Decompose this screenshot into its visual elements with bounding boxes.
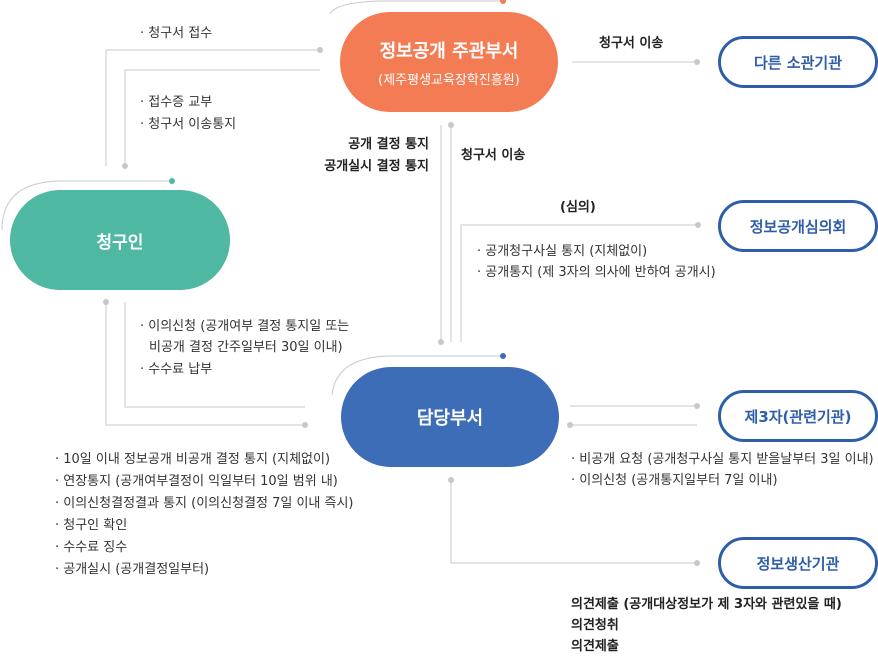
committee-node: 정보공개심의회 xyxy=(718,200,878,252)
label-objection-cont: 비공개 결정 간주일부터 30일 이내) xyxy=(149,340,343,355)
handling-department-title: 담당부서 xyxy=(416,408,484,429)
label-request-received: 청구서 접수 xyxy=(140,23,212,45)
label-receipt-issued: 접수증 교부 xyxy=(140,92,212,114)
label-deliberation: (심의) xyxy=(560,200,596,215)
label-disclosure-execution: 공개실시 결정 통지 xyxy=(324,159,429,174)
main-department-subtitle: (제주평생교육장학진흥원) xyxy=(378,72,520,88)
requester-node: 청구인 xyxy=(10,190,230,290)
committee-title: 정보공개심의회 xyxy=(749,217,847,236)
label-transfer-to-other: 청구서 이송 xyxy=(599,36,664,51)
main-department-node: 정보공개 주관부서 (제주평생교육장학진흥원) xyxy=(340,12,558,112)
handling-department-node: 담당부서 xyxy=(341,367,559,467)
main-department-title: 정보공개 주관부서 xyxy=(379,40,519,62)
third-party-node: 제3자(관련기관) xyxy=(718,390,878,442)
label-disclosure-decision: 공개 결정 통지 xyxy=(348,137,429,152)
other-agency-title: 다른 소관기관 xyxy=(753,53,843,72)
label-dept-note-4: 청구인 확인 xyxy=(55,515,127,537)
label-third-party-note-2: 이의신청 (공개통지일부터 7일 이내) xyxy=(571,470,777,492)
label-transfer-notice: 청구서 이송통지 xyxy=(140,114,236,136)
label-dept-note-3: 이의신청결정결과 통지 (이의신청결정 7일 이내 즉시) xyxy=(55,493,353,515)
label-fee-payment: 수수료 납부 xyxy=(140,359,212,381)
label-producer-note-2: 의견청취 xyxy=(571,618,619,633)
label-dept-note-2: 연장통지 (공개여부결정이 익일부터 10일 범위 내) xyxy=(55,471,338,493)
label-producer-note-3: 의견제출 xyxy=(571,639,619,654)
label-dept-note-6: 공개실시 (공개결정일부터) xyxy=(55,559,209,581)
label-dept-note-5: 수수료 징수 xyxy=(55,537,127,559)
producer-title: 정보생산기관 xyxy=(756,554,840,573)
third-party-title: 제3자(관련기관) xyxy=(744,407,852,426)
label-transfer-to-dept: 청구서 이송 xyxy=(461,148,526,163)
label-committee-note-2: 공개통지 (제 3자의 의사에 반하여 공개시) xyxy=(477,262,715,284)
label-third-party-note-1: 비공개 요청 (공개청구사실 통지 받을날부터 3일 이내) xyxy=(571,449,873,471)
label-producer-note-1: 의견제출 (공개대상정보가 제 3자와 관련있을 때) xyxy=(571,597,842,612)
requester-title: 청구인 xyxy=(96,232,144,253)
label-objection: 이의신청 (공개여부 결정 통지일 또는 xyxy=(140,316,349,338)
label-committee-note-1: 공개청구사실 통지 (지체없이) xyxy=(477,241,647,263)
other-agency-node: 다른 소관기관 xyxy=(718,36,878,88)
producer-node: 정보생산기관 xyxy=(718,537,878,589)
label-dept-note-1: 10일 이내 정보공개 비공개 결정 통지 (지체없이) xyxy=(55,449,330,471)
